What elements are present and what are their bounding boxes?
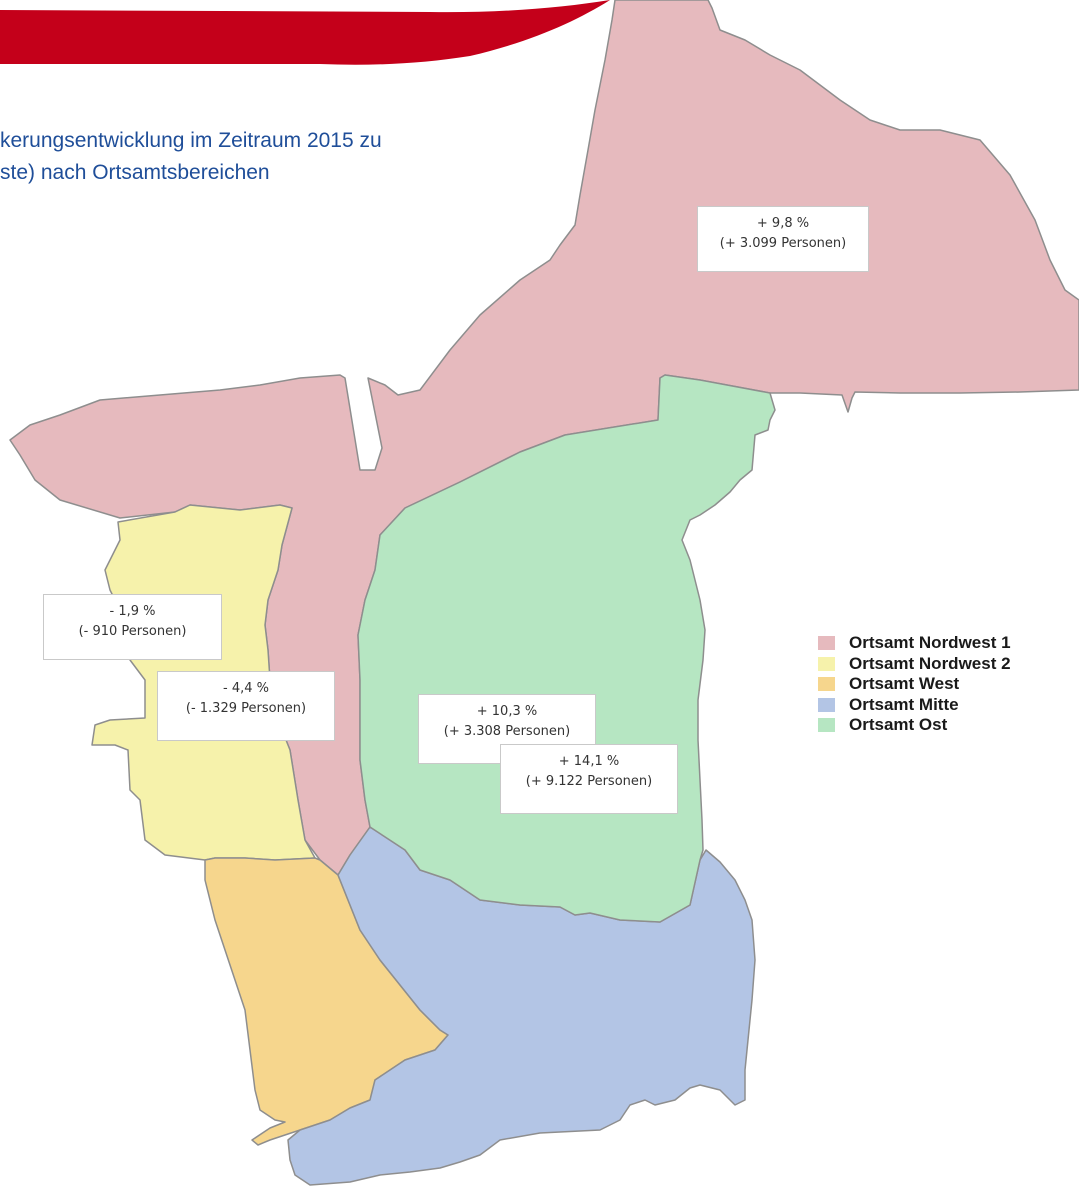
value-label-percent: + 10,3 %	[476, 704, 538, 719]
value-label-nordwest-2: - 1,9 % (- 910 Personen)	[43, 594, 222, 660]
value-label-percent: + 9,8 %	[756, 216, 810, 231]
value-label-percent: + 14,1 %	[558, 754, 620, 769]
value-label-percent: - 1,9 %	[109, 604, 156, 619]
value-label-persons: (+ 3.099 Personen)	[719, 236, 847, 251]
value-label-mitte: + 14,1 % (+ 9.122 Personen)	[500, 744, 678, 814]
legend-swatch	[818, 718, 835, 733]
page-title-line-1: kerungsentwicklung im Zeitraum 2015 zu	[0, 129, 382, 152]
legend-label: Ortsamt Nordwest 1	[849, 633, 1011, 653]
page-title-line-2: ste) nach Ortsamtsbereichen	[0, 161, 270, 184]
legend-label: Ortsamt West	[849, 674, 960, 694]
legend-item-mitte: Ortsamt Mitte	[818, 695, 1011, 716]
banner-swoosh	[0, 0, 610, 65]
value-label-persons: (+ 9.122 Personen)	[525, 774, 653, 789]
legend-label: Ortsamt Mitte	[849, 694, 959, 714]
value-label-persons: (+ 3.308 Personen)	[443, 724, 571, 739]
header-banner	[0, 0, 610, 65]
legend-label: Ortsamt Nordwest 2	[849, 653, 1011, 673]
legend-item-ost: Ortsamt Ost	[818, 715, 1011, 736]
legend-swatch	[818, 677, 835, 692]
value-label-west: - 4,4 % (- 1.329 Personen)	[157, 671, 335, 741]
legend-swatch	[818, 697, 835, 712]
legend-item-west: Ortsamt West	[818, 674, 1011, 695]
value-label-persons: (- 910 Personen)	[78, 624, 187, 639]
value-label-percent: - 4,4 %	[223, 681, 269, 696]
legend-swatch	[818, 656, 835, 671]
legend-label: Ortsamt Ost	[849, 715, 948, 735]
value-label-nordwest-1: + 9,8 % (+ 3.099 Personen)	[697, 206, 869, 272]
map-legend: Ortsamt Nordwest 1 Ortsamt Nordwest 2 Or…	[818, 633, 1011, 736]
legend-item-nordwest-1: Ortsamt Nordwest 1	[818, 633, 1011, 654]
legend-item-nordwest-2: Ortsamt Nordwest 2	[818, 654, 1011, 675]
legend-swatch	[818, 636, 835, 651]
value-label-persons: (- 1.329 Personen)	[185, 701, 307, 716]
